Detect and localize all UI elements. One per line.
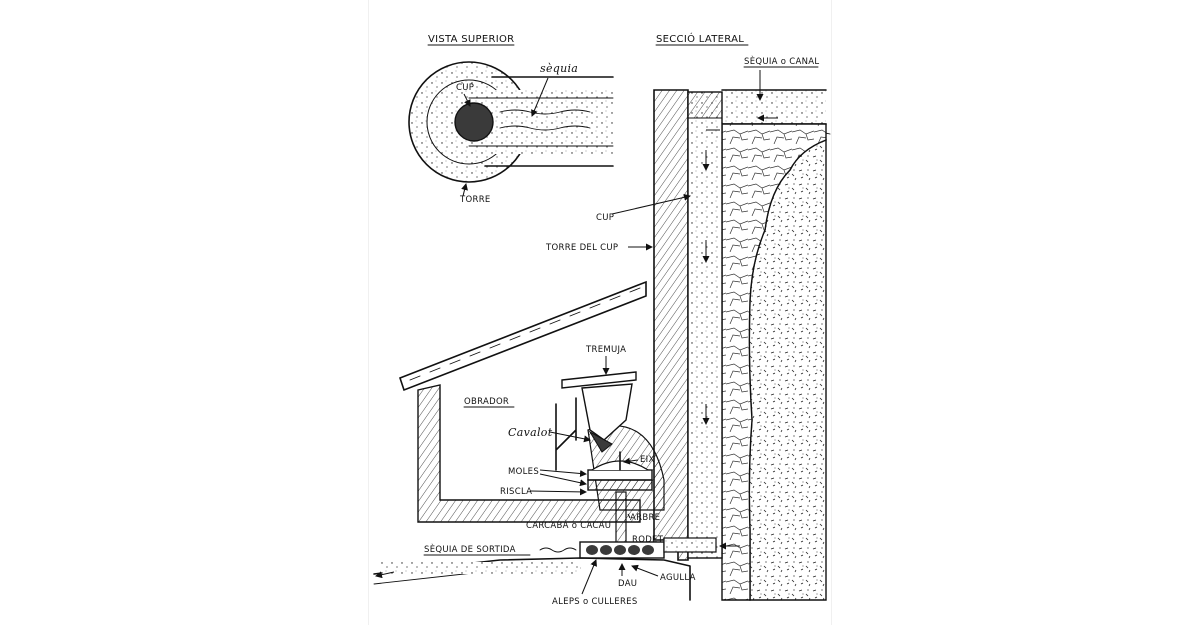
moles-label: MOLES bbox=[508, 467, 539, 477]
aleps-label: ALEPS o CULLERES bbox=[552, 597, 638, 607]
side-section-figure: SECCIÓ LATERAL SÈQUIA o CANAL CUP TORRE … bbox=[373, 32, 831, 607]
torre-small-label: TORRE bbox=[459, 195, 491, 205]
millstone-upper bbox=[587, 469, 653, 481]
top-view-figure: VISTA SUPERIOR CUP sèquia TORRE bbox=[408, 34, 614, 205]
shaft-arbre bbox=[615, 491, 627, 545]
tower-wall bbox=[653, 89, 689, 561]
side-section-title: SECCIÓ LATERAL bbox=[656, 32, 744, 45]
cavalot-label: Cavalot bbox=[508, 426, 553, 439]
agulla-label: AGULLA bbox=[660, 573, 696, 583]
cup-well bbox=[454, 102, 494, 142]
cup-small-label: CUP bbox=[456, 83, 474, 93]
hopper bbox=[581, 383, 633, 441]
top-view-title: VISTA SUPERIOR bbox=[428, 34, 514, 45]
sequia-sortida-label: SÈQUIA DE SORTIDA bbox=[424, 543, 516, 555]
torre-cup-label: TORRE DEL CUP bbox=[545, 243, 618, 253]
dau-label: DAU bbox=[618, 579, 637, 589]
riscla-label: RISCLA bbox=[500, 487, 532, 497]
cup-shaft bbox=[687, 91, 723, 559]
roof bbox=[399, 280, 647, 392]
carcaba-label: CARCABÀ o CACAU bbox=[526, 519, 611, 531]
rodet-label: RODET bbox=[632, 535, 664, 545]
eix-label: EIX bbox=[640, 455, 655, 465]
tremuja-label: TREMUJA bbox=[585, 345, 626, 355]
millstone-lower bbox=[587, 479, 653, 491]
cup-label: CUP bbox=[596, 213, 614, 223]
canal-label: SÈQUIA o CANAL bbox=[744, 55, 819, 67]
sequia-small-label: sèquia bbox=[540, 62, 578, 75]
wheel-blades bbox=[586, 545, 654, 555]
obrador-label: OBRADOR bbox=[464, 397, 509, 407]
arbre-label: ARBRE bbox=[630, 513, 660, 523]
